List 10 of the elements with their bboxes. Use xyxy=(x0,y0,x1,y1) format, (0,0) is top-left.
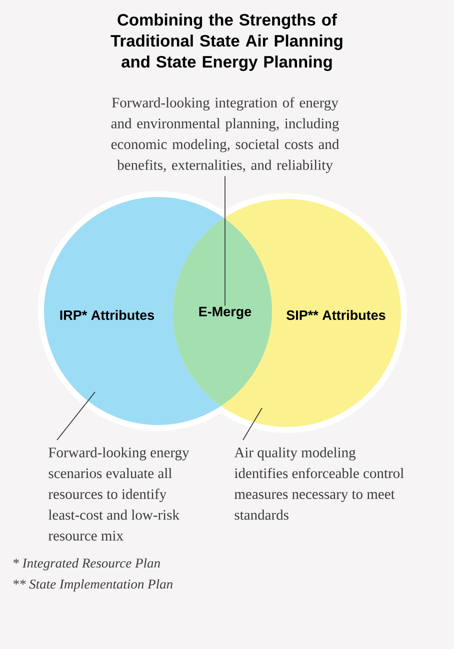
leader-line xyxy=(242,408,262,440)
footnote: ** State Implementation Plan xyxy=(14,579,172,592)
leader-line xyxy=(224,176,226,306)
leader-line xyxy=(56,392,96,440)
overlap-region: E-Merge xyxy=(199,306,252,320)
annotation-text: Forward-looking energy scenarios evaluate all resources to identify least-cost and low-risk resource mix xyxy=(48,447,190,541)
annotation-text: Forward-looking integration of energy and environmental planning, including economic modeling, societal costs and benefits, externalities, and reliability xyxy=(111,97,339,173)
annotation-text: Air quality modeling identifies enforceable control measures necessary to meet standards xyxy=(234,447,404,520)
title: Combining the Strengths of Traditional State Air Planning and State Energy Planning xyxy=(110,14,342,71)
footnote: * Integrated Resource Plan xyxy=(14,558,160,570)
